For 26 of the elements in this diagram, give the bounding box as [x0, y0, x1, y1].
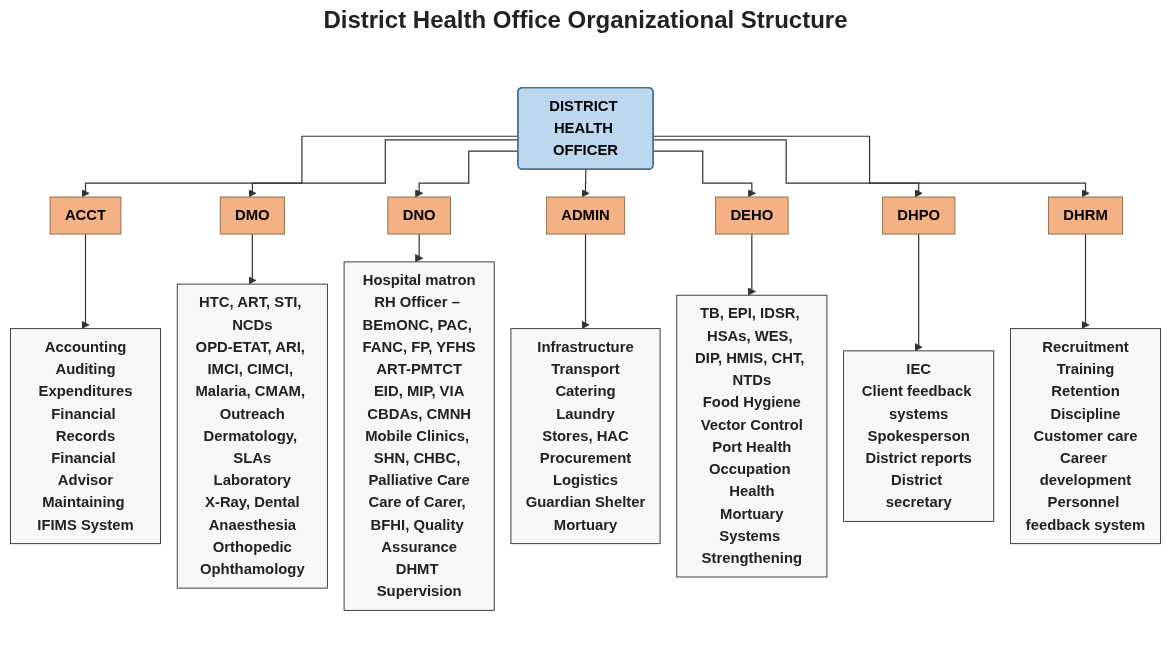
- arrow: [653, 139, 923, 198]
- arrow: [581, 169, 590, 198]
- node-box: Hospital matron RH Officer – BEmONC, PAC, FANC, FP, YFHS ART-PMTCT EID, MIP, VIA CBDAs, CMNH Mobile Clinics, SHN, CHBC, Palliative Care Care of Carer, BFHI, Quality Assurance DHMT Supervision: [343, 261, 495, 611]
- arrow: [248, 233, 257, 285]
- diagram-title: District Health Office Organizational Structure: [322, 6, 849, 35]
- arrow: [747, 233, 756, 296]
- node-box: TB, EPI, IDSR, HSAs, WES, DIP, HMIS, CHT, NTDs Food Hygiene Vector Control Port Health Occupation Health Mortuary Systems Strengthening: [676, 294, 828, 578]
- arrow: [653, 150, 756, 198]
- node-box: ADMIN: [545, 196, 626, 235]
- node-box: DHPO: [881, 196, 956, 235]
- arrow: [581, 233, 590, 329]
- node-box: ACCT: [49, 196, 122, 235]
- arrow: [914, 233, 923, 352]
- node-box: DNO: [387, 196, 451, 235]
- arrow: [1081, 233, 1090, 329]
- node-box: DMO: [219, 196, 285, 235]
- node-box: IEC Client feedback systems Spokesperson District reports District secretary: [843, 350, 995, 522]
- node-box: DEHO: [715, 196, 789, 235]
- arrow: [81, 233, 90, 329]
- node-box: DHRM: [1047, 196, 1124, 235]
- node-box: Accounting Auditing Expenditures Financial Records Financial Advisor Maintaining IFIMS System: [9, 328, 162, 545]
- node-box: Recruitment Training Retention Discipline Customer care Career development Personnel feedback system: [1009, 328, 1162, 545]
- arrow: [415, 233, 424, 263]
- node-box: Infrastructure Transport Catering Laundry Stores, HAC Procurement Logistics Guardian Shelter Mortuary: [510, 328, 661, 545]
- node-box: HTC, ART, STI, NCDs OPD-ETAT, ARI, IMCI, CIMCI, Malaria, CMAM, Outreach Dermatology, SLAs Laboratory X-Ray, Dental Anaesthesia Orthopedic Ophthamology: [176, 283, 328, 589]
- arrow: [653, 135, 1090, 198]
